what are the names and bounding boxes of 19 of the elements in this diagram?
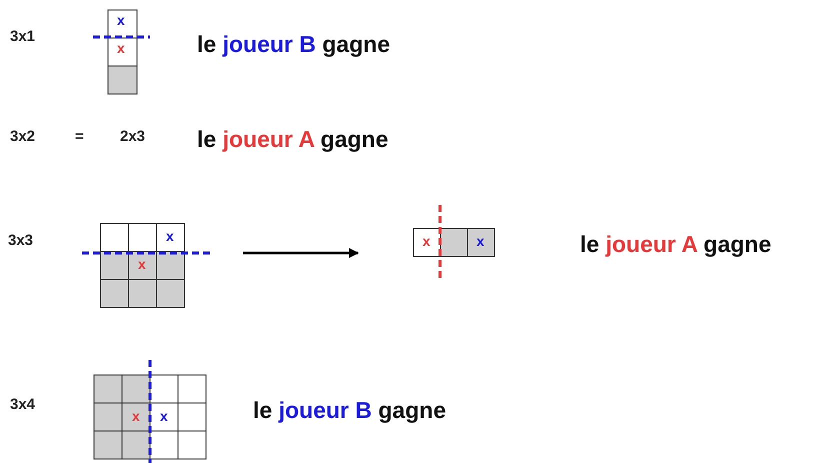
result-text: le joueur B gagne [197, 33, 390, 56]
grid-size-label: 3x3 [8, 233, 34, 248]
result-text: le joueur A gagne [580, 233, 772, 256]
cell-mark: x [476, 234, 484, 248]
result-text: le joueur A gagne [197, 128, 388, 151]
cell-mark: x [117, 13, 125, 27]
equals-sign: = [75, 129, 84, 144]
cell-mark: x [160, 409, 168, 423]
grid-size-label: 3x4 [10, 397, 36, 412]
grid-size-label: 2x3 [120, 129, 146, 144]
result-text: le joueur B gagne [253, 399, 446, 422]
grid-size-label: 3x2 [10, 129, 36, 144]
cell-mark: x [166, 229, 174, 243]
cell-mark: x [422, 234, 430, 248]
cell-mark: x [117, 41, 125, 55]
grid-size-label: 3x1 [10, 29, 36, 44]
cell-mark: x [132, 409, 140, 423]
arrow [243, 248, 359, 258]
cell-mark: x [138, 257, 146, 271]
